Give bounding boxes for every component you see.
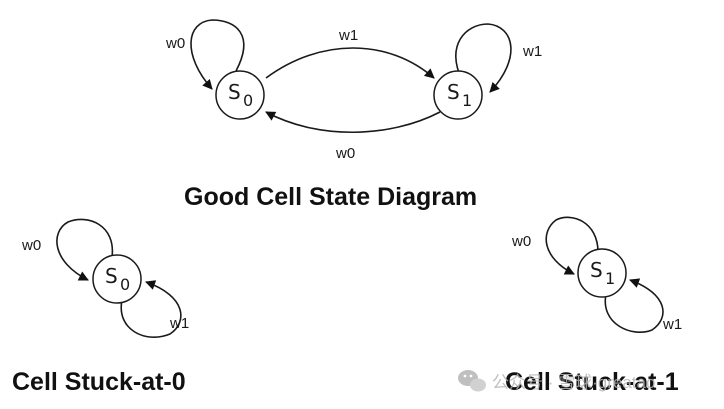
state-s1-subscript: 1	[605, 269, 615, 288]
transition-s0-self-w1	[120, 280, 182, 338]
transition-label-s1-self-w1: w1	[522, 43, 542, 60]
watermark-text: 公众号 · 雪球·greatao	[492, 373, 655, 392]
good-cell-diagram: w0 w1 w1 w0 S 0 S 1 Good Cell State Diag…	[165, 19, 542, 211]
transition-s1-self-w1	[455, 23, 512, 93]
state-s1-subscript: 1	[462, 91, 472, 110]
state-s0-node	[215, 70, 265, 120]
transition-label-s1-self-w0: w0	[511, 233, 531, 250]
transition-label-s0-self-w0: w0	[21, 237, 41, 254]
state-s1: S 1	[433, 70, 483, 120]
stuck-at-1-caption: Cell Stuck-at-1	[505, 368, 679, 396]
state-s0-label: S	[228, 80, 241, 104]
state-s0: S 0	[92, 254, 142, 304]
transition-s0-s1-w1	[265, 47, 435, 79]
transition-label-s0-self-w1: w1	[169, 315, 189, 332]
state-s0-node	[92, 254, 142, 304]
state-s1-label: S	[590, 258, 603, 282]
state-s1-node	[433, 70, 483, 120]
state-s0-label: S	[105, 264, 118, 288]
watermark: 公众号 · 雪球·greatao	[458, 370, 655, 392]
transition-s1-self-w0	[545, 216, 599, 275]
transition-s0-self-w0	[190, 19, 245, 90]
transition-s0-self-w0	[56, 218, 114, 281]
transition-label-s0-s1-w1: w1	[338, 27, 358, 44]
state-s1-node	[577, 248, 627, 298]
transition-label-s1-self-w1: w1	[662, 316, 682, 333]
transition-label-s1-s0-w0: w0	[335, 145, 355, 162]
good-cell-caption: Good Cell State Diagram	[184, 183, 477, 211]
stuck-at-0-caption: Cell Stuck-at-0	[12, 368, 186, 396]
state-s0-subscript: 0	[243, 91, 253, 110]
wechat-icon	[458, 370, 486, 392]
state-s1-label: S	[447, 80, 460, 104]
stuck-at-0-diagram: w0 w1 S 0 Cell Stuck-at-0	[12, 218, 189, 396]
state-s0-subscript: 0	[120, 275, 130, 294]
transition-s1-s0-w0	[265, 111, 441, 134]
transition-label-s0-self-w0: w0	[165, 35, 185, 52]
transition-s1-self-w1	[604, 278, 664, 334]
state-s1: S 1	[577, 248, 627, 298]
state-s0: S 0	[215, 70, 265, 120]
stuck-at-1-diagram: w0 w1 S 1 Cell Stuck-at-1	[505, 216, 682, 396]
